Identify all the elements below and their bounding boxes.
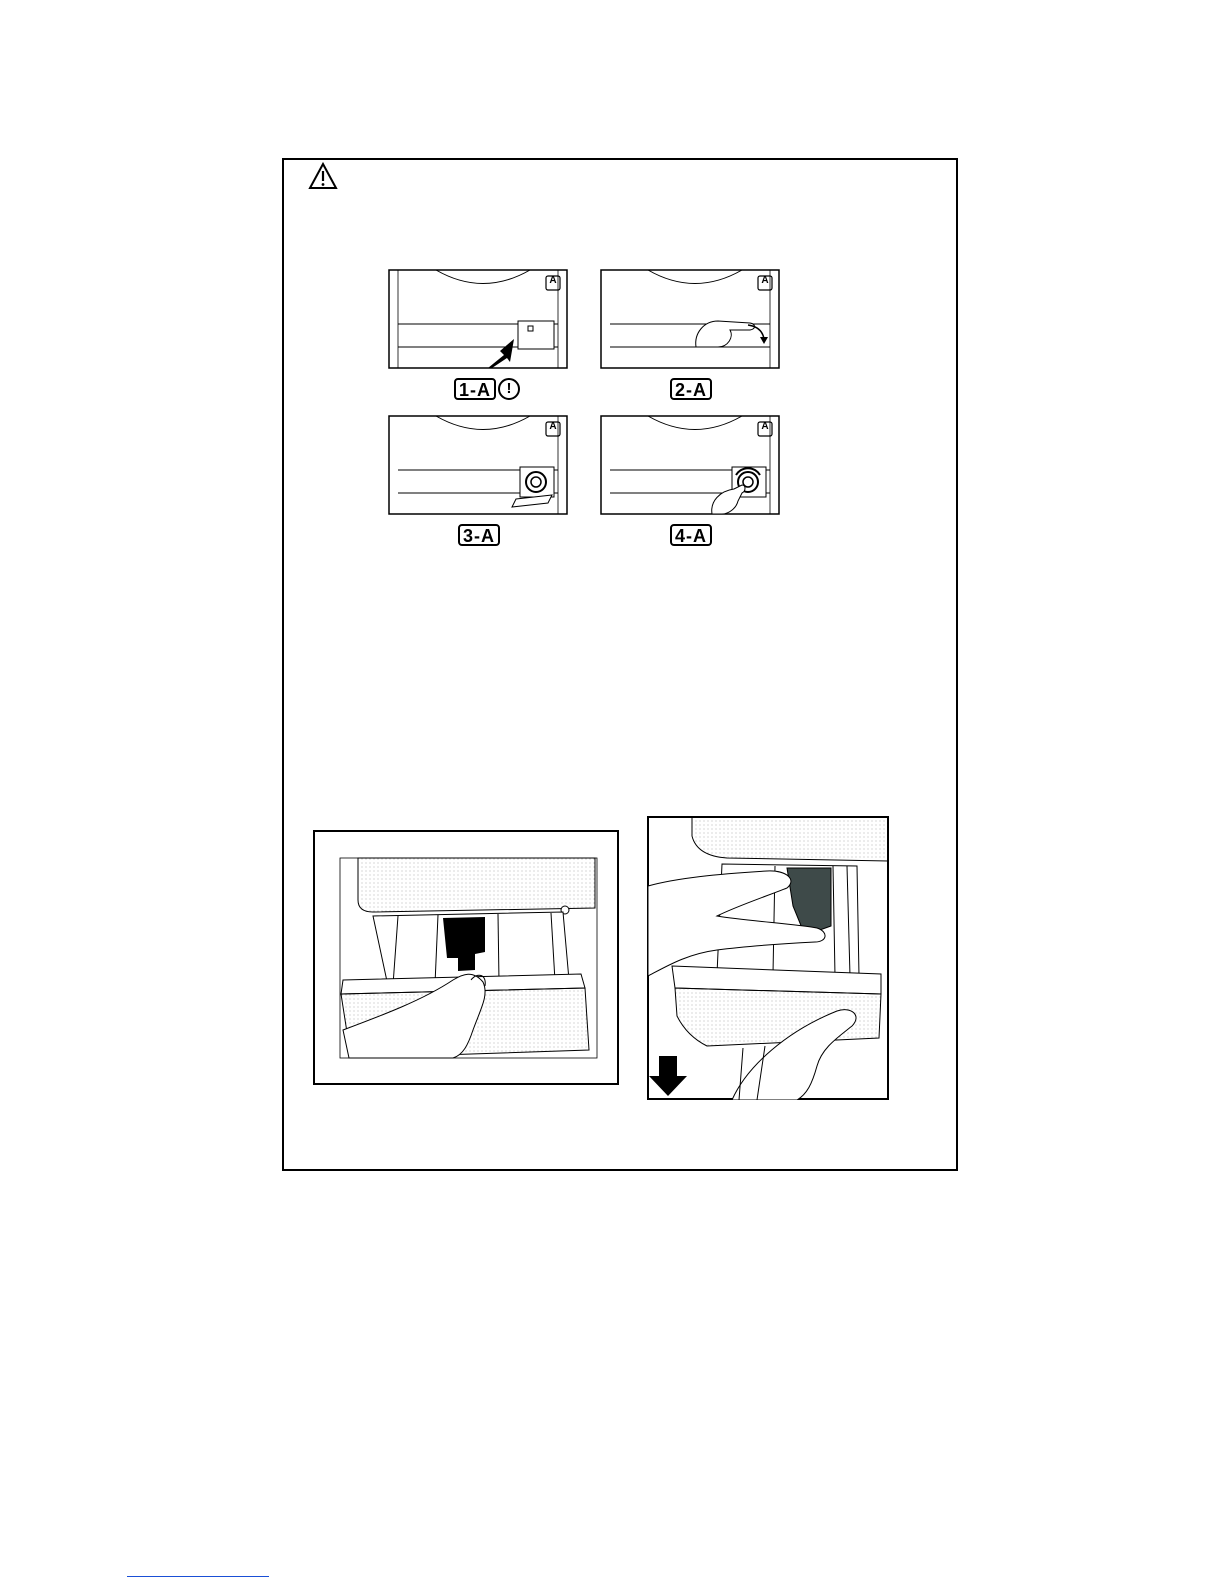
step-4a-illustration [600, 415, 780, 515]
siphon-removal-illustration [647, 816, 889, 1100]
exclamation-circle-icon: ! [498, 378, 520, 400]
step-label-3a: 3-A [458, 524, 500, 546]
detergent-drawer-illustration [313, 830, 619, 1085]
step-label-4a: 4-A [670, 524, 712, 546]
step-label-1a: 1-A [454, 378, 496, 400]
step-1a-illustration [388, 269, 568, 369]
warning-triangle-icon [308, 162, 338, 190]
step-label-2a: 2-A [670, 378, 712, 400]
step-2a-illustration [600, 269, 780, 369]
footer-link-line [127, 1576, 269, 1577]
step-3a-illustration [388, 415, 568, 515]
